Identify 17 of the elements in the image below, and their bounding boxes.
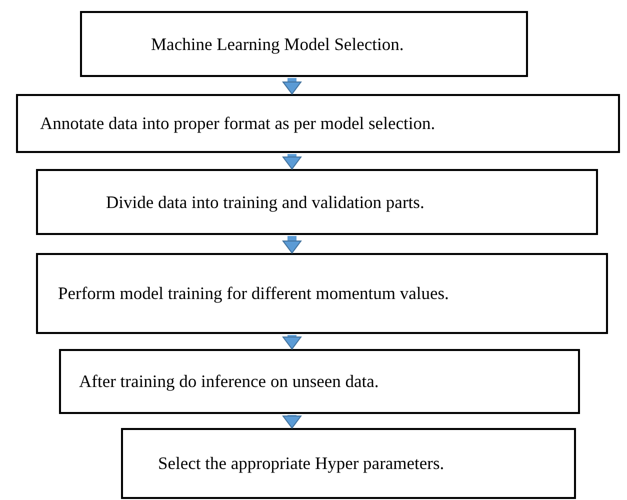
block-arrow <box>282 78 302 94</box>
step-text: After training do inference on unseen data. <box>79 371 379 392</box>
process-box <box>36 169 598 235</box>
process-box <box>59 349 580 414</box>
step-text: Select the appropriate Hyper parameters. <box>158 453 444 474</box>
block-arrow <box>282 154 302 170</box>
process-box <box>121 428 576 499</box>
process-box <box>16 94 620 153</box>
step-text: Annotate data into proper format as per model selection. <box>40 113 436 134</box>
block-arrow <box>282 415 302 428</box>
process-box <box>80 11 528 77</box>
step-text: Machine Learning Model Selection. <box>151 34 404 54</box>
step-text: Divide data into training and validation parts. <box>106 192 424 212</box>
step-text: Perform model training for different momentum values. <box>58 283 449 304</box>
block-arrow <box>282 236 302 254</box>
block-arrow <box>282 335 302 350</box>
process-box <box>36 253 608 334</box>
